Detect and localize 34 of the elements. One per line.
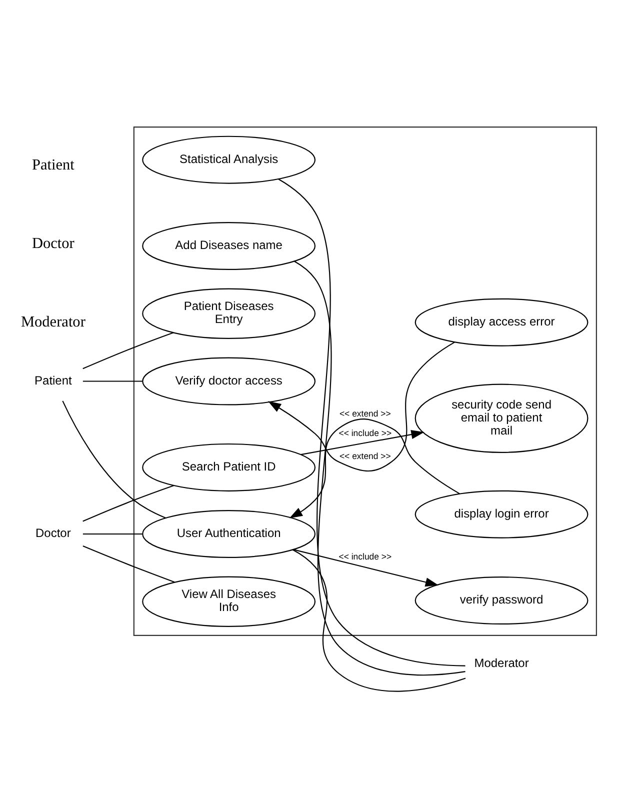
- arrow: [293, 549, 439, 587]
- label: Moderator: [20, 313, 86, 330]
- node-ellipse: View All Diseases Info: [142, 576, 316, 627]
- node-ellipse: security code send email to patient mail: [414, 384, 588, 453]
- node-text: Doctor: [36, 526, 71, 540]
- connector: [82, 546, 175, 583]
- connector: [82, 380, 142, 382]
- arrow: [268, 342, 455, 472]
- node-ellipse: Patient Diseases Entry: [142, 288, 316, 339]
- node-ellipse: display access error: [414, 298, 588, 346]
- edge-label: << extend >>: [339, 408, 391, 419]
- edge-label: << extend >>: [339, 451, 391, 462]
- connector: [82, 485, 174, 522]
- node-ellipse: Verify doctor access: [142, 357, 316, 406]
- connector: [292, 549, 466, 692]
- connector: [82, 533, 142, 535]
- label: Patient: [32, 156, 74, 174]
- connector: [62, 400, 166, 518]
- node-ellipse: User Authentication: [142, 510, 316, 558]
- node-ellipse: Search Patient ID: [142, 443, 316, 492]
- connector: [82, 332, 174, 370]
- edge-label: << include >>: [338, 552, 392, 562]
- node-text: Patient: [34, 373, 72, 388]
- label: Doctor: [32, 234, 74, 252]
- cluster: [133, 126, 597, 636]
- connector: [278, 178, 466, 666]
- node-ellipse: Statistical Analysis: [142, 136, 316, 184]
- node-text: Moderator: [474, 656, 529, 670]
- arrow: [300, 430, 424, 456]
- node-ellipse: display login error: [414, 490, 588, 538]
- connector: [294, 260, 466, 676]
- arrow: [289, 418, 460, 518]
- node-ellipse: Add Diseases name: [142, 222, 316, 270]
- edge-label: << include >>: [338, 428, 392, 438]
